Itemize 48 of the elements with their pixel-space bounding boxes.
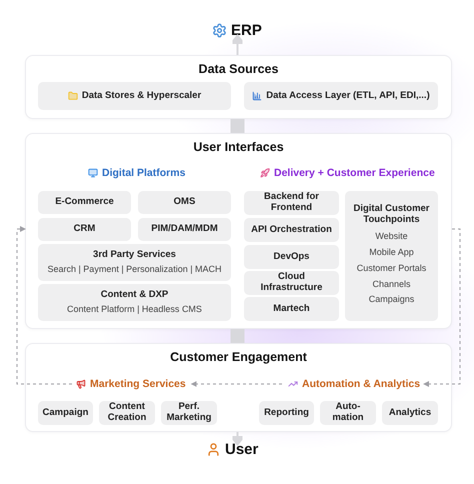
component-box xyxy=(38,82,231,110)
box-label: Perf. Marketing xyxy=(166,402,212,424)
arrow xyxy=(230,34,246,55)
box-label: 3rd Party Services xyxy=(93,250,176,262)
box-label: Auto-mation xyxy=(331,402,365,424)
heading-text: Automation & Analytics xyxy=(302,378,420,390)
box-label: Content Creation xyxy=(106,402,148,424)
section-panel xyxy=(25,55,452,119)
box-label: Campaign xyxy=(42,408,88,418)
section-panel xyxy=(25,343,452,432)
heading-text: ERP xyxy=(231,22,262,39)
box-label: Reporting xyxy=(264,408,309,418)
list-item: Customer Portals xyxy=(356,264,426,274)
box-title: Digital Customer Touchpoints xyxy=(352,204,430,226)
box-label: Content & DXP xyxy=(100,290,168,302)
connector-bar xyxy=(230,329,244,343)
heading-text: Digital Platforms xyxy=(102,167,186,179)
box-label: API Orchestration xyxy=(251,224,332,236)
box-label: CRM xyxy=(74,224,96,235)
box-label: Martech xyxy=(273,304,310,314)
arrow xyxy=(423,228,460,387)
box-label: E-Commerce xyxy=(55,197,114,208)
list-item: Website xyxy=(375,232,408,242)
box-label: DevOps xyxy=(274,252,310,262)
box-subtitle: Content Platform | Headless CMS xyxy=(67,305,202,315)
arrow xyxy=(230,432,246,446)
box-subtitle: Search | Payment | Personalization | MACH xyxy=(47,265,222,275)
list-item: Campaigns xyxy=(368,295,414,306)
box-label: Cloud Infrastructure xyxy=(260,272,324,294)
box-label: Data Access Layer (ETL, API, EDI,...) xyxy=(266,90,430,102)
list-item: Mobile App xyxy=(369,248,414,258)
heading-text: Delivery + Customer Experience xyxy=(274,167,435,179)
box-label: Backend for Frontend xyxy=(263,192,320,214)
section-title: Data Sources xyxy=(198,62,280,76)
box-label: Analytics xyxy=(388,408,432,418)
arrow xyxy=(16,226,72,384)
section-title: Customer Engagement xyxy=(169,350,308,364)
section-panel xyxy=(25,133,452,329)
box-label: PIM/DAM/MDM xyxy=(151,224,218,235)
list-item: Channels xyxy=(372,280,411,290)
heading-text: Marketing Services xyxy=(90,378,186,390)
component-box xyxy=(244,82,438,110)
box-label: Data Stores & Hyperscaler xyxy=(82,90,202,102)
arrow xyxy=(190,381,282,387)
heading-text: User xyxy=(225,441,258,458)
box-label: OMS xyxy=(174,197,196,208)
section-title: User Interfaces xyxy=(192,140,285,154)
connector-bar xyxy=(230,119,244,133)
